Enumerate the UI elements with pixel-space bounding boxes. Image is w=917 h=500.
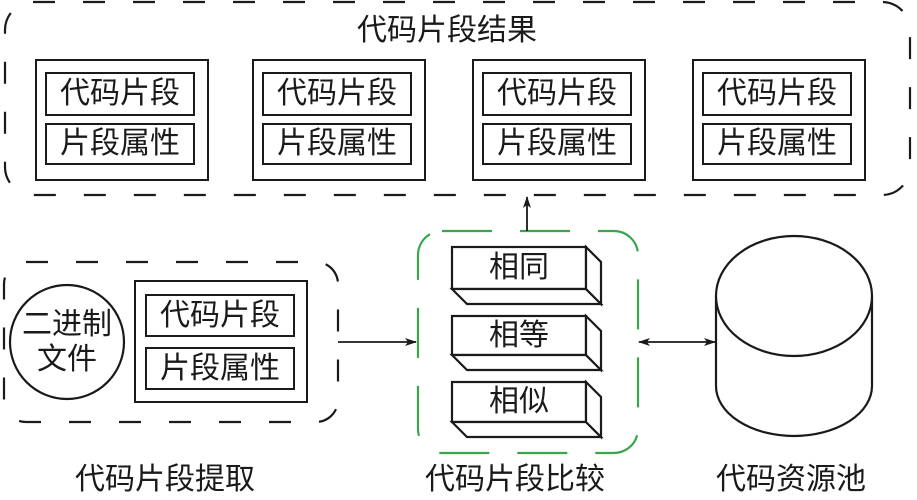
- binary-file-circle: [8, 283, 126, 401]
- fragment-attr-field: 片段属性: [702, 123, 852, 165]
- fragment-attr-field: 片段属性: [145, 347, 295, 390]
- fragment-code-field: 代码片段: [702, 72, 852, 116]
- mode-block-3d-1: [449, 313, 604, 373]
- results-panel-border: [3, 0, 912, 197]
- result-fragment-card: 代码片段 片段属性: [252, 59, 426, 181]
- extracted-fragment-card: 代码片段 片段属性: [134, 280, 308, 403]
- fragment-attr-field: 片段属性: [482, 123, 632, 165]
- fragment-code-field: 代码片段: [262, 72, 412, 116]
- extraction-panel-border: [2, 260, 340, 424]
- results-panel-title: 代码片段结果: [357, 13, 537, 48]
- binary-file-label: 二进制 文件: [15, 307, 119, 377]
- comparison-caption: 代码片段比较: [425, 462, 605, 497]
- comparison-mode-similar: 相似: [489, 384, 549, 419]
- mode-block-3d-2: [449, 379, 604, 440]
- result-fragment-card: 代码片段 片段属性: [472, 59, 646, 181]
- result-fragment-card: 代码片段 片段属性: [35, 59, 209, 181]
- fragment-code-field: 代码片段: [145, 294, 295, 337]
- extraction-caption: 代码片段提取: [75, 462, 255, 497]
- comparison-panel-border: [416, 229, 640, 455]
- binary-file-label-line2: 文件: [37, 341, 97, 377]
- fragment-code-field: 代码片段: [45, 72, 195, 116]
- mode-block-3d-0: [449, 244, 604, 307]
- resource-pool-cylinder: [714, 234, 874, 438]
- comparison-mode-same: 相同: [489, 250, 549, 285]
- fragment-attr-field: 片段属性: [262, 123, 412, 165]
- resource-pool-caption: 代码资源池: [716, 462, 866, 497]
- fragment-code-field: 代码片段: [482, 72, 632, 116]
- result-fragment-card: 代码片段 片段属性: [692, 59, 866, 181]
- fragment-attr-field: 片段属性: [45, 123, 195, 165]
- comparison-mode-equal: 相等: [489, 317, 549, 353]
- binary-file-label-line1: 二进制: [22, 307, 112, 342]
